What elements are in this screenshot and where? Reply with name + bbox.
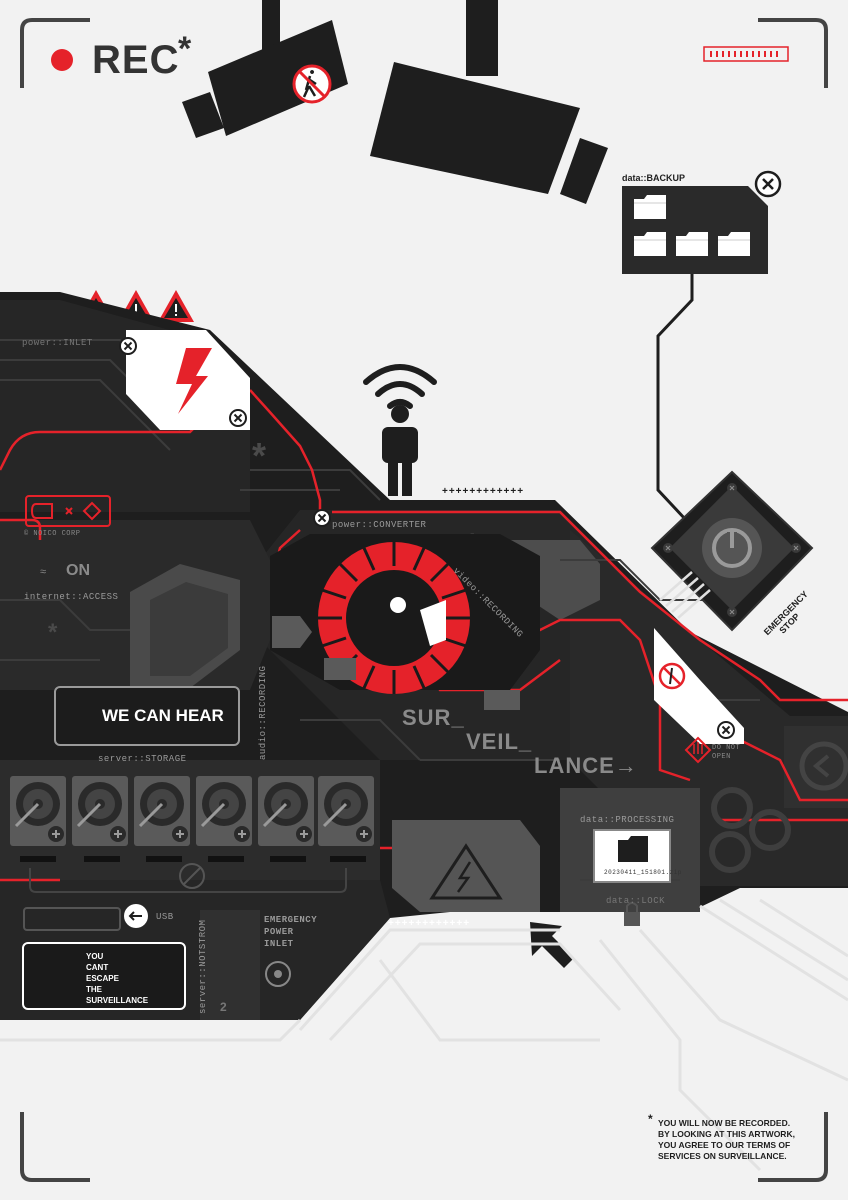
rec-dot-icon: [51, 49, 73, 71]
escape-line-2: CANT: [86, 963, 109, 972]
wifi-small-icon: ≈: [40, 566, 47, 578]
escape-box: [22, 942, 186, 1010]
rec-label: REC: [92, 38, 180, 82]
usb-label: USB: [156, 912, 174, 922]
data-lock-label: data::LOCK: [606, 896, 666, 906]
do-not-open-label: DO NOT OPEN: [712, 744, 741, 761]
wifi-icon: [363, 364, 437, 409]
signal-strip-icon: [703, 46, 789, 62]
we-can-hear-box: [54, 686, 240, 746]
hand-stop-icon: [684, 736, 712, 764]
close-x-icon: [229, 409, 247, 427]
noico-label: © NOICO CORP: [24, 530, 81, 538]
fan-icon: [265, 961, 291, 987]
we-can-hear-label: WE CAN HEAR: [102, 706, 224, 725]
no-pedestrian-icon: [292, 64, 332, 104]
footer-line-4: SERVICES ON SURVEILLANCE.: [658, 1151, 787, 1161]
lock-icon: [624, 902, 640, 926]
emergency-power-inlet-label: EMERGENCY POWER INLET: [264, 915, 318, 949]
data-processing-label: data::PROCESSING: [580, 815, 675, 825]
footer-line-2: BY LOOKING AT THIS ARTWORK,: [658, 1129, 795, 1139]
surveillance-word-1: SUR_: [402, 705, 465, 730]
power-inlet-label: power::INLET: [22, 338, 93, 348]
close-x-icon: [119, 337, 137, 355]
eye-icon: [270, 534, 540, 694]
security-camera-left: [182, 0, 348, 138]
server-notstrom-label: server::NOTSTROM: [198, 919, 208, 1014]
plus-row-top: ++++++++++++: [442, 486, 525, 497]
footer-line-3: YOU AGREE TO OUR TERMS OF: [658, 1140, 791, 1150]
data-processing-panel: [593, 829, 671, 883]
surveillance-word-3: LANCE→: [534, 753, 638, 778]
on-label: ON: [66, 562, 90, 579]
close-x-icon: [717, 721, 735, 739]
lightning-icon: [176, 348, 212, 414]
power-converter-label: power::CONVERTER: [332, 520, 427, 530]
person-icon: [382, 405, 418, 496]
file-name-label: 20230411_151801.zip: [604, 869, 682, 876]
footer-star: *: [648, 1112, 653, 1126]
data-backup-label: data::BACKUP: [622, 173, 685, 183]
do-not-open-panel: [654, 628, 744, 744]
audio-recording-label: audio::RECORDING: [258, 665, 268, 760]
viewfinder-brackets: [20, 18, 828, 1182]
internet-access-label: internet::ACCESS: [24, 592, 119, 602]
server-storage-label: server::STORAGE: [98, 754, 187, 764]
back-arrow-icon: [799, 741, 848, 791]
escape-line-1: YOU: [86, 952, 104, 961]
plus-row-bottom: ++++++++++++: [388, 918, 471, 929]
emergency-stop-button: [650, 470, 814, 632]
svg-text:*: *: [252, 435, 266, 476]
num-2-label: 2: [220, 1000, 227, 1014]
escape-line-3: ESCAPE: [86, 974, 119, 983]
rec-star: *: [178, 30, 192, 68]
power-inlet-panel: [119, 330, 250, 430]
svg-text:*: *: [48, 619, 58, 646]
high-voltage-icon: [429, 843, 503, 900]
usb-port-icon: [124, 904, 148, 928]
escape-line-4: THE: [86, 985, 102, 994]
footer-line-1: YOU WILL NOW BE RECORDED.: [658, 1118, 791, 1128]
close-x-icon: [313, 509, 331, 527]
escape-line-5: SURVEILLANCE: [86, 996, 149, 1005]
security-camera-right: [370, 0, 608, 204]
surveillance-word-2: VEIL_: [466, 729, 533, 754]
folder-icon: [618, 836, 648, 862]
adapter-icon: [25, 495, 111, 527]
data-backup-panel: [622, 170, 782, 274]
